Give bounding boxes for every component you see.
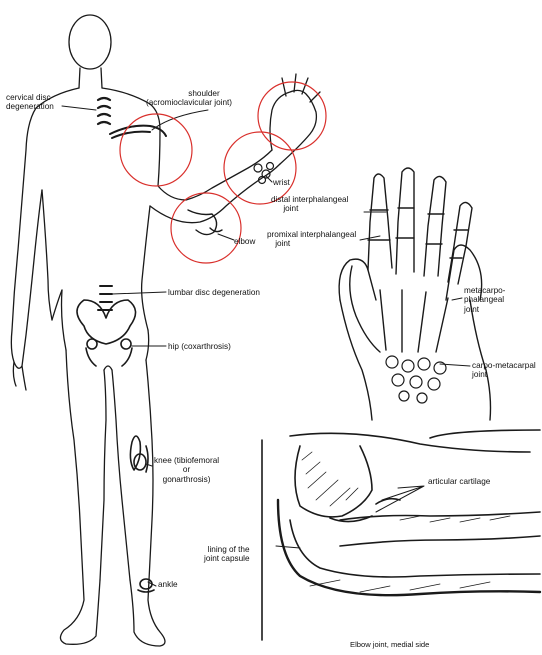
label-lining-line2: joint capsule: [204, 554, 250, 563]
label-distal-line2: joint: [271, 204, 348, 213]
label-cervical-line2: degeneration: [6, 102, 54, 111]
label-metacarpophalangeal: metacarpo- phalangeal joint: [464, 286, 505, 314]
clavicle: [110, 126, 166, 138]
label-knee-line2: or: [154, 465, 219, 474]
label-shoulder: shoulder (acromioclavicular joint): [146, 89, 232, 108]
knee-bones: [130, 436, 148, 472]
label-knee-line1: knee (tibiofemoral: [154, 456, 219, 465]
label-carpo-line1: carpo-metacarpal: [472, 361, 536, 370]
label-articular-cartilage: articular cartilage: [428, 477, 490, 486]
label-distal-interphalangeal: distal interphalangeal joint: [271, 195, 348, 214]
label-carpo-line2: joint: [472, 370, 536, 379]
label-metacarpo-line3: joint: [464, 305, 505, 314]
label-lining-line1: lining of the: [204, 545, 250, 554]
label-proximal-line2: joint: [267, 239, 356, 248]
label-cervical-disc: cervical disc degeneration: [6, 93, 54, 112]
label-hip: hip (coxarthrosis): [168, 342, 231, 351]
ankle-bones: [138, 579, 154, 592]
label-shoulder-line2: (acromioclavicular joint): [146, 98, 232, 107]
label-ankle: ankle: [158, 580, 178, 589]
label-knee-line3: gonarthrosis): [154, 475, 219, 484]
elbow-highlight-circle: [171, 193, 241, 263]
label-proximal-interphalangeal: promixal interphalangeal joint: [267, 230, 356, 249]
body-outline: [11, 15, 320, 646]
label-hip-text: hip (coxarthrosis): [168, 342, 231, 351]
label-elbow: elbow: [234, 237, 255, 246]
label-wrist-text: wrist: [273, 178, 290, 187]
label-ankle-text: ankle: [158, 580, 178, 589]
figure-caption-text: Elbow joint, medial side: [350, 640, 429, 649]
label-elbow-text: elbow: [234, 237, 255, 246]
label-joint-capsule-lining: lining of the joint capsule: [204, 545, 250, 564]
cervical-spine: [98, 98, 110, 124]
label-proximal-line1: promixal interphalangeal: [267, 230, 356, 239]
label-metacarpo-line2: phalangeal: [464, 295, 505, 304]
label-carpometacarpal: carpo-metacarpal joint: [472, 361, 536, 380]
label-knee: knee (tibiofemoral or gonarthrosis): [154, 456, 219, 484]
label-metacarpo-line1: metacarpo-: [464, 286, 505, 295]
label-articular-text: articular cartilage: [428, 477, 490, 486]
label-wrist: wrist: [273, 178, 290, 187]
label-shoulder-line1: shoulder: [146, 89, 232, 98]
label-lumbar-disc: lumbar disc degeneration: [168, 288, 260, 297]
label-cervical-line1: cervical disc: [6, 93, 54, 102]
shoulder-highlight-circle: [120, 114, 192, 186]
figure-caption: Elbow joint, medial side: [350, 640, 429, 649]
label-lumbar-text: lumbar disc degeneration: [168, 288, 260, 297]
label-distal-line1: distal interphalangeal: [271, 195, 348, 204]
wrist-highlight-circle: [224, 132, 296, 204]
elbow-section: [262, 430, 540, 640]
